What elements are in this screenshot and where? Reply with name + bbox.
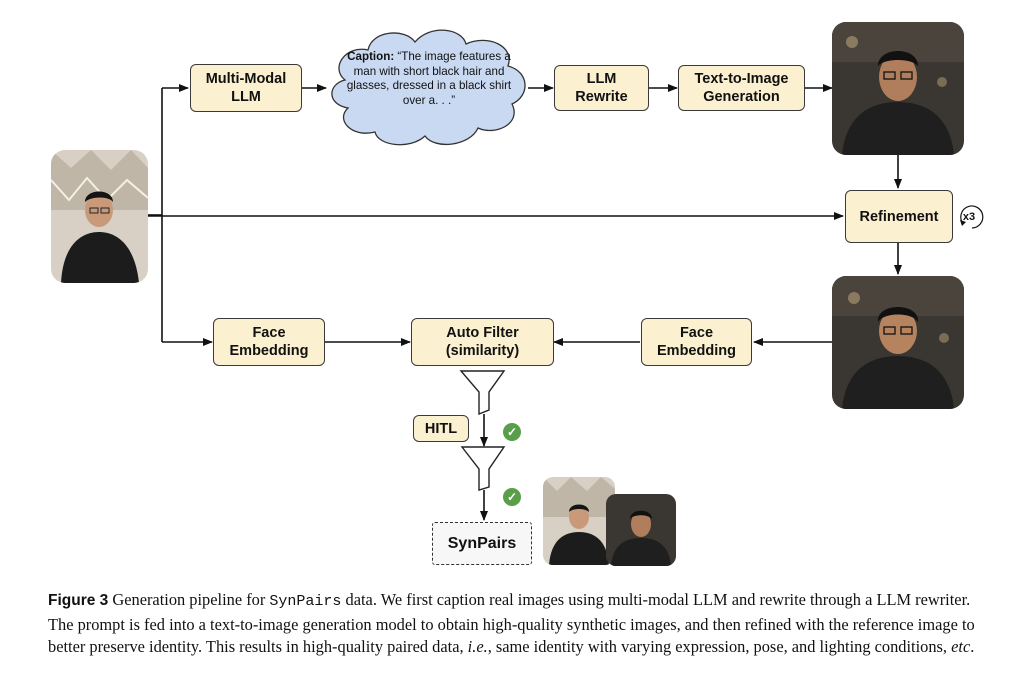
- check-icon: ✓: [503, 488, 521, 506]
- caption-cloud-text: Caption: “The image features a man with …: [346, 50, 512, 107]
- auto-filter-box: Auto Filter (similarity): [411, 318, 554, 366]
- refinement-box: Refinement: [845, 190, 953, 243]
- pair-photo-synthetic: [606, 494, 676, 566]
- repeat-x3-label: x3: [962, 211, 976, 223]
- face-embedding-right-box: Face Embedding: [641, 318, 752, 366]
- filter-funnel-2: [460, 446, 506, 491]
- pipeline-figure: Multi-Modal LLM LLM Rewrite Text-to-Imag…: [51, 22, 984, 566]
- refined-photo: [832, 276, 964, 409]
- face-embedding-left-box: Face Embedding: [213, 318, 325, 366]
- hitl-box: HITL: [413, 415, 469, 442]
- multimodal-llm-box: Multi-Modal LLM: [190, 64, 302, 112]
- connectors: [148, 29, 984, 521]
- caption-cloud: [331, 29, 526, 146]
- synpairs-box: SynPairs: [432, 522, 532, 565]
- generated-photo: [832, 22, 964, 155]
- input-photo: [51, 150, 148, 283]
- dataset-name: SynPairs: [269, 593, 342, 610]
- pair-photo-real: [543, 477, 615, 565]
- filter-funnel-1: [459, 370, 506, 416]
- check-icon: ✓: [503, 423, 521, 441]
- figure-caption: Figure 3 Generation pipeline for SynPair…: [48, 590, 975, 657]
- figure-label: Figure 3: [48, 592, 109, 609]
- llm-rewrite-box: LLM Rewrite: [554, 65, 649, 111]
- text-to-image-box: Text-to-Image Generation: [678, 65, 805, 111]
